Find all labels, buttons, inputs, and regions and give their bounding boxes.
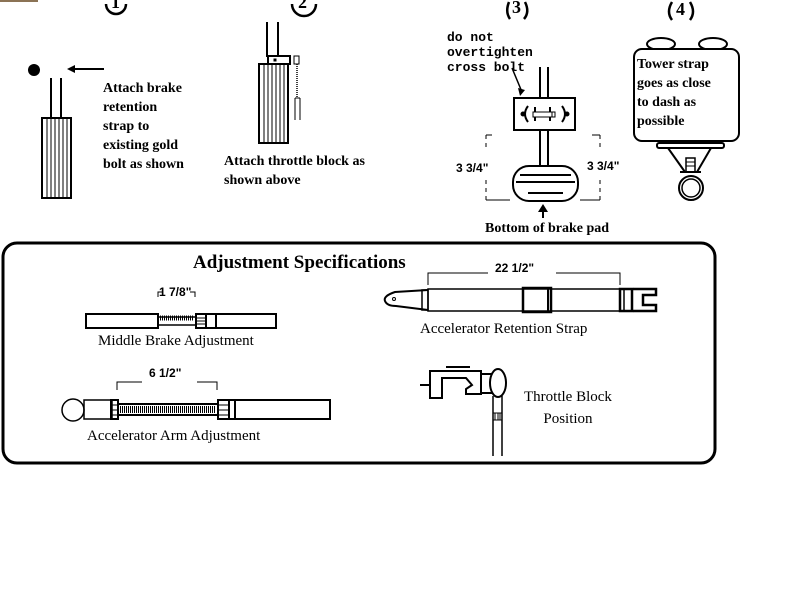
specs-title: Adjustment Specifications [193,252,406,273]
step-2-number: 2 [298,0,307,12]
step-3-brake-drawing [485,67,601,218]
step-3-note: do not overtighten cross bolt [447,30,533,75]
step-4-caption: Tower strap goes as close to dash as pos… [637,55,711,131]
step-3-badge-circle [506,1,529,20]
note-line: do not [447,30,494,45]
step-3-left-dimension: 3 3/4" [456,161,489,175]
accelerator-arm-dimension: 6 1/2" [149,366,182,380]
label-line: Position [543,411,593,427]
step-1-number: 1 [111,0,120,12]
step-2-pedal-drawing [258,22,301,144]
throttle-block-label: Throttle Block Position [524,386,612,430]
caption-line: retention [103,100,158,115]
step-4-badge-circle [667,1,695,21]
caption-line: to dash as [637,95,697,110]
caption-line: bolt as shown [103,157,184,172]
note-line: overtighten [447,45,533,60]
step-4-tower-drawing [633,37,740,201]
caption-line: Attach brake [103,81,182,96]
caption-line: Attach throttle block as [224,154,365,169]
retention-strap-dimension: 22 1/2" [495,261,535,275]
step-3-caption: Bottom of brake pad [485,221,610,236]
throttle-block-drawing [420,366,507,456]
arrow-left-icon [67,65,75,73]
step-1-pedal-drawing [28,64,104,199]
middle-brake-label: Middle Brake Adjustment [98,333,254,349]
arrow-up-icon [538,204,548,212]
label-line: Throttle Block [524,389,612,405]
accelerator-arm-drawing [61,381,331,422]
step-3-right-dimension: 3 3/4" [587,159,620,173]
step-1-badge-circle [104,3,128,16]
caption-line: shown above [224,173,301,188]
accelerator-arm-label: Accelerator Arm Adjustment [87,428,261,444]
middle-brake-rod-drawing [85,291,277,329]
caption-line: possible [637,114,685,129]
caption-line: goes as close [637,76,711,91]
caption-line: strap to [103,119,150,134]
middle-brake-dimension: 1 7/8" [159,285,192,299]
step-2-caption: Attach throttle block as shown above [224,152,365,190]
specs-panel [1,241,717,465]
retention-strap-label: Accelerator Retention Strap [420,321,588,337]
caption-line: Tower strap [637,57,709,72]
step-4-number: 4 [676,0,685,19]
gold-bolt-icon [28,64,40,76]
caption-line: existing gold [103,138,179,153]
step-3-number: 3 [512,0,521,17]
retention-strap-drawing [383,272,658,314]
step-2-badge-circle [290,3,318,18]
step-1-caption: Attach brake retention strap to existing… [103,79,184,174]
note-line: cross bolt [447,60,526,75]
